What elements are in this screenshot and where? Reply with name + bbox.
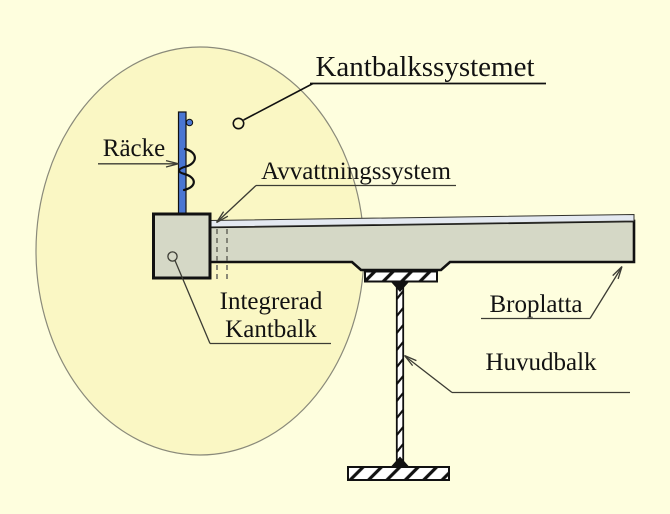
i-beam-web — [396, 280, 404, 469]
label-deck: Broplatta — [489, 291, 583, 318]
label-drainage: Avvattningssystem — [261, 158, 451, 185]
i-beam-girder — [347, 270, 450, 481]
label-edge-beam-line1: Integrerad — [219, 288, 323, 315]
i-beam-top-flange — [364, 270, 438, 283]
label-edge-beam-line2: Kantbalk — [225, 316, 317, 343]
break-squiggle-icon — [177, 147, 196, 192]
railing-post — [177, 111, 187, 217]
page-title: Kantbalkssystemet — [315, 51, 535, 83]
label-main-girder: Huvudbalk — [485, 349, 597, 376]
edge-beam-block — [152, 212, 212, 280]
edge-beam-leader-circle — [167, 251, 178, 262]
i-beam-web-hatch — [395, 290, 405, 453]
i-beam-bottom-fillet — [391, 456, 409, 466]
railing-bolt-dot — [185, 118, 194, 127]
i-beam-bottom-flange — [347, 466, 450, 481]
bridge-deck-slab — [206, 219, 636, 272]
leader-lines — [98, 82, 630, 394]
label-railing: Räcke — [102, 135, 166, 162]
label-edge-beam: Integrerad Kantbalk — [208, 288, 334, 344]
i-beam-top-fillet — [391, 282, 409, 292]
title-leader-circle — [232, 117, 245, 130]
